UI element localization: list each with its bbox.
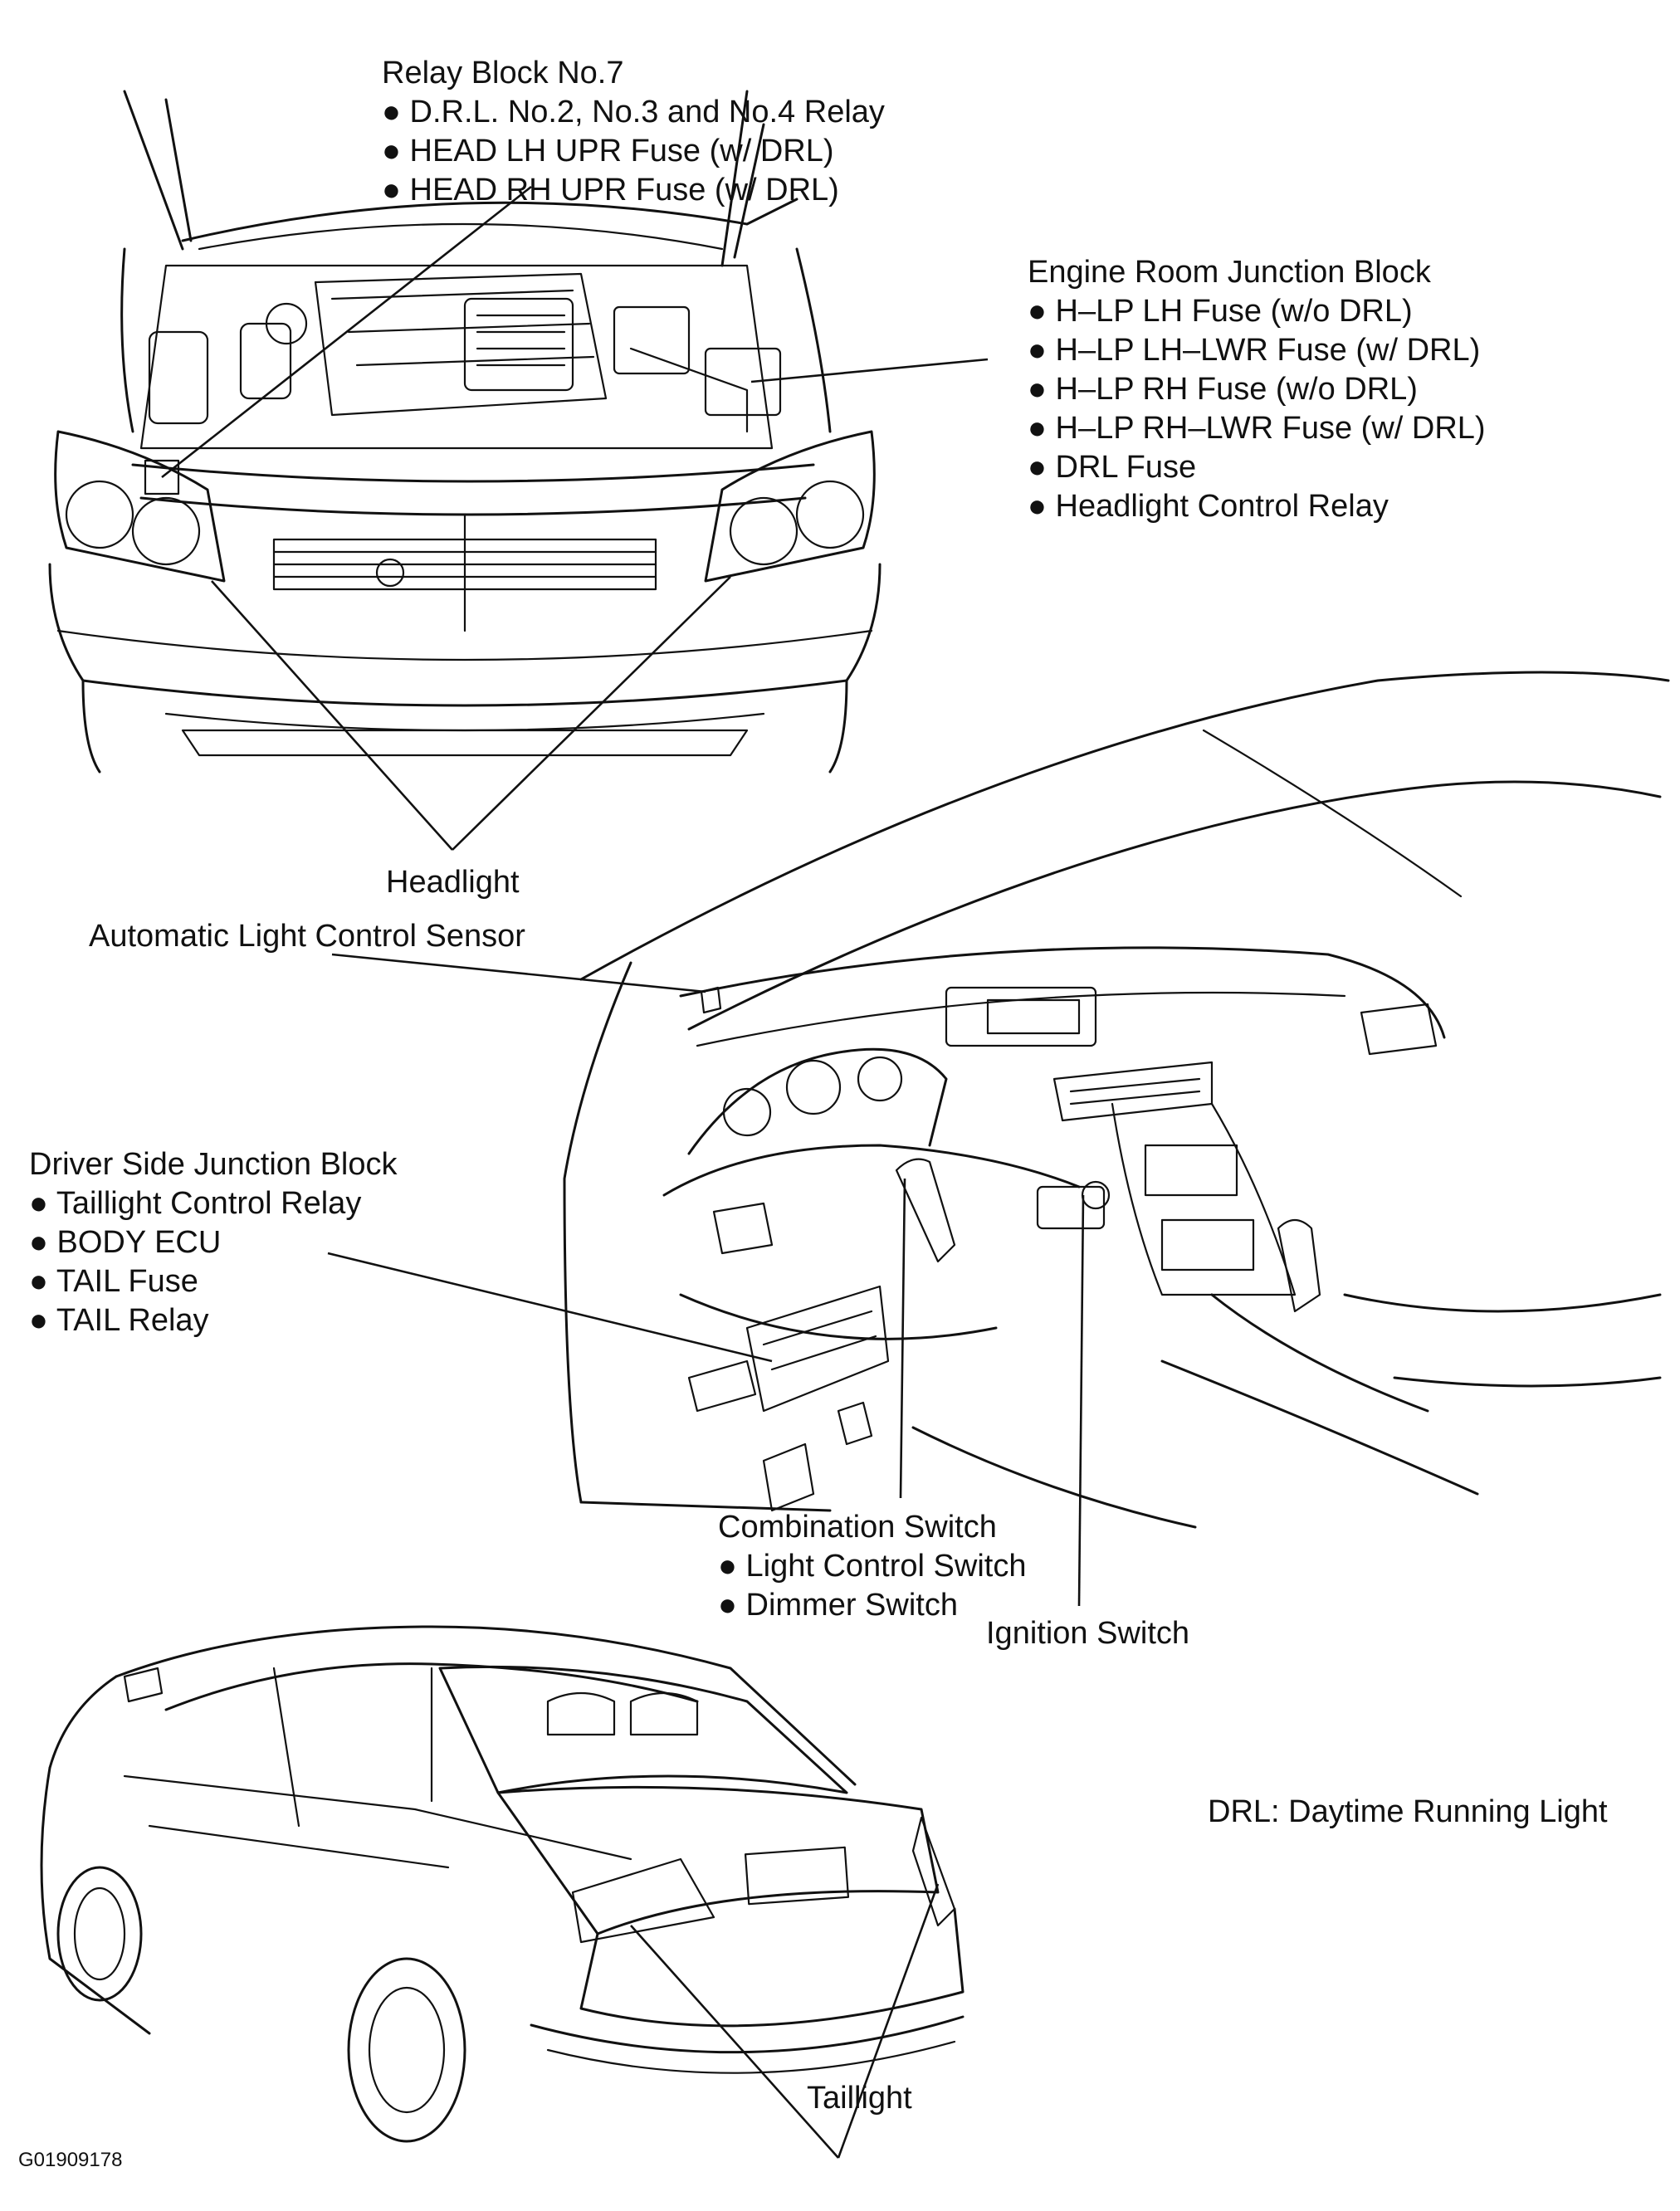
driver-side-junction-block-title: Driver Side Junction Block bbox=[29, 1147, 398, 1182]
taillight-label: Taillight bbox=[807, 2081, 912, 2116]
engine-room-junction-block-item: ● H–LP RH Fuse (w/o DRL) bbox=[1028, 372, 1418, 407]
driver-side-junction-block-item: ● TAIL Fuse bbox=[29, 1264, 198, 1299]
leader-lines bbox=[161, 185, 1085, 2159]
ignition-switch-label: Ignition Switch bbox=[986, 1616, 1189, 1651]
driver-side-junction-block-item: ● BODY ECU bbox=[29, 1225, 221, 1260]
relay-block-7-label: Relay Block No.7 ● D.R.L. No.2, No.3 and… bbox=[382, 56, 885, 207]
relay-block-7-item: ● D.R.L. No.2, No.3 and No.4 Relay bbox=[382, 95, 885, 129]
engine-room-junction-block-item: ● Headlight Control Relay bbox=[1028, 489, 1389, 524]
relay-block-7-item: ● HEAD RH UPR Fuse (w/ DRL) bbox=[382, 173, 839, 207]
car-front-illustration bbox=[48, 90, 882, 774]
combination-switch-item: ● Light Control Switch bbox=[718, 1549, 1026, 1584]
engine-room-junction-block-item: ● H–LP RH–LWR Fuse (w/ DRL) bbox=[1028, 411, 1486, 446]
relay-block-7-title: Relay Block No.7 bbox=[382, 56, 623, 90]
driver-side-junction-block-item: ● Taillight Control Relay bbox=[29, 1186, 361, 1221]
combination-switch-label: Combination Switch ● Light Control Switc… bbox=[718, 1510, 1026, 1623]
automatic-light-control-sensor-label: Automatic Light Control Sensor bbox=[89, 919, 525, 954]
engine-room-junction-block-item: ● H–LP LH Fuse (w/o DRL) bbox=[1028, 294, 1413, 329]
combination-switch-title: Combination Switch bbox=[718, 1510, 997, 1545]
engine-room-junction-block-title: Engine Room Junction Block bbox=[1028, 255, 1432, 290]
figure-code: G01909178 bbox=[18, 2149, 122, 2171]
car-rear-illustration bbox=[40, 1625, 965, 2143]
engine-room-junction-block-item: ● H–LP LH–LWR Fuse (w/ DRL) bbox=[1028, 333, 1480, 368]
engine-room-junction-block-label: Engine Room Junction Block ● H–LP LH Fus… bbox=[1028, 255, 1486, 524]
driver-side-junction-block-item: ● TAIL Relay bbox=[29, 1303, 209, 1338]
dashboard-illustration bbox=[563, 671, 1670, 1529]
engine-room-junction-block-item: ● DRL Fuse bbox=[1028, 450, 1196, 485]
headlight-label: Headlight bbox=[386, 865, 520, 900]
relay-block-7-item: ● HEAD LH UPR Fuse (w/ DRL) bbox=[382, 134, 834, 168]
combination-switch-item: ● Dimmer Switch bbox=[718, 1588, 958, 1623]
driver-side-junction-block-label: Driver Side Junction Block ● Taillight C… bbox=[29, 1147, 398, 1338]
drl-legend: DRL: Daytime Running Light bbox=[1208, 1794, 1608, 1829]
